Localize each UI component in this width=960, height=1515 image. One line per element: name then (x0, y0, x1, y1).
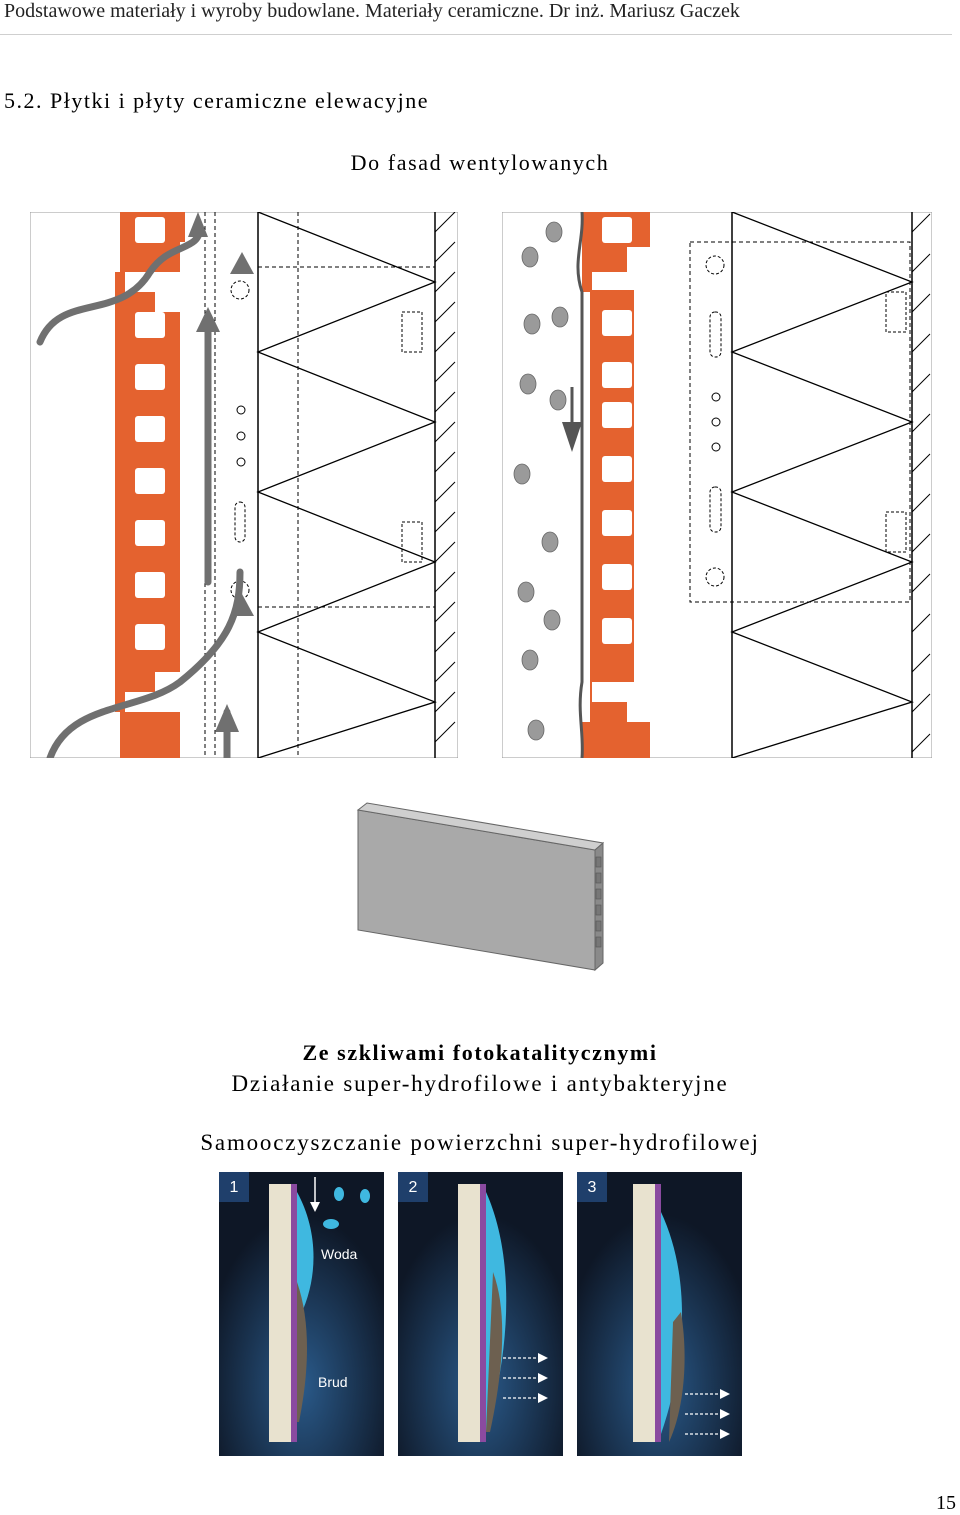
page-number: 15 (936, 1492, 956, 1514)
panel-number: 1 (219, 1172, 249, 1202)
self-cleaning-panel-1: 1 Woda Brud (219, 1172, 384, 1456)
subtitle-selfcleaning: Samooczyszczanie powierzchni super-hydro… (200, 1130, 760, 1155)
subtitle-action: Działanie super-hydrofilowe i antybakter… (231, 1071, 729, 1096)
panel-1-illustration (219, 1172, 384, 1456)
running-header: Podstawowe materiały i wyroby budowlane.… (4, 0, 740, 22)
subtitle-ventilated: Do fasad wentylowanych (350, 150, 610, 175)
panel-2-illustration (398, 1172, 563, 1456)
panel-3-illustration (577, 1172, 742, 1456)
water-label: Woda (321, 1246, 358, 1262)
self-cleaning-panel-2: 2 (398, 1172, 563, 1456)
ventilated-facade-airflow-diagram (30, 212, 458, 758)
ventilated-facade-water-diagram (502, 212, 932, 758)
self-cleaning-panel-3: 3 (577, 1172, 742, 1456)
panel-number: 3 (577, 1172, 607, 1202)
section-title: 5.2. Płytki i płyty ceramiczne elewacyjn… (4, 88, 429, 113)
panel-number: 2 (398, 1172, 428, 1202)
subtitle-photocatalytic: Ze szkliwami fotokatalitycznymi (302, 1040, 658, 1065)
header-divider (0, 34, 952, 35)
ceramic-panel-illustration (356, 802, 605, 972)
dirt-label: Brud (318, 1374, 348, 1390)
